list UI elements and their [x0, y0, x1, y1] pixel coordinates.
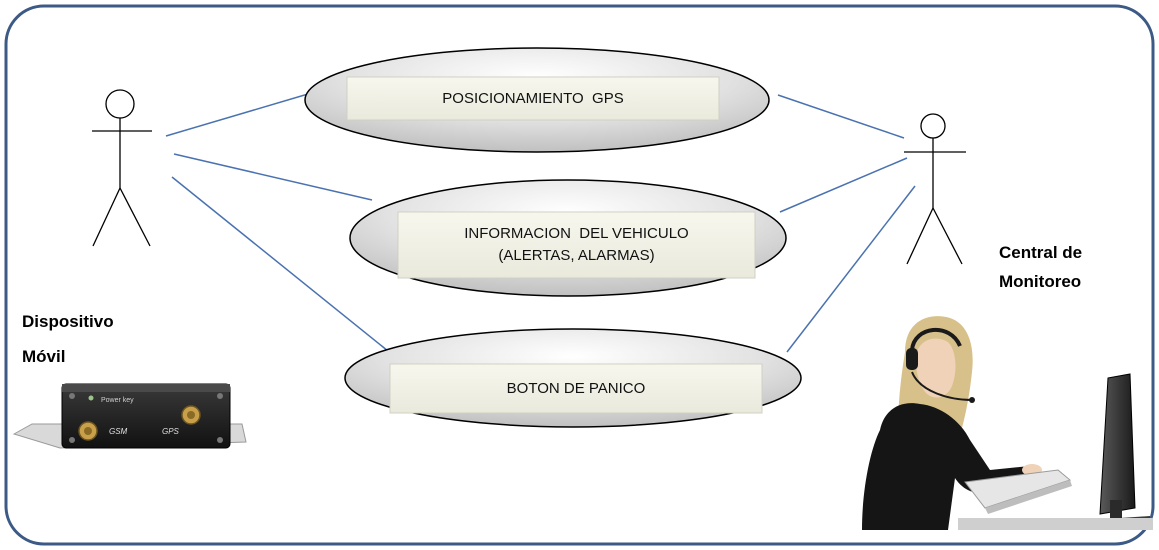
device-power-label: Power key — [101, 397, 134, 404]
association-right-panic — [786, 185, 916, 353]
association-left-gps — [165, 93, 309, 137]
diagram-frame — [4, 4, 1155, 546]
use-case-info-sublabel: (ALERTAS, ALARMAS) — [498, 247, 655, 264]
actor-left-label-line2: Móvil — [22, 347, 66, 366]
association-right-info — [779, 157, 908, 213]
use-case-panic-label: BOTON DE PANICO — [506, 379, 646, 397]
actor-right-label-line2: Monitoreo — [999, 272, 1082, 291]
association-right-gps — [777, 94, 905, 139]
use-case-info[interactable] — [349, 179, 787, 297]
actor-right-label: Central de Monitoreo — [999, 237, 1082, 295]
actor-left-label: Dispositivo Móvil — [22, 306, 114, 376]
use-case-gps-label: POSICIONAMIENTO GPS — [442, 89, 624, 107]
use-case-gps[interactable] — [304, 47, 770, 153]
association-lines — [165, 93, 916, 353]
actor-right-label-line1: Central de — [999, 243, 1083, 262]
use-case-info-text: INFORMACION DEL VEHICULO (ALERTAS, ALARM… — [398, 212, 755, 278]
operator-illustration — [862, 316, 1153, 530]
device-gps-label: GPS — [162, 427, 180, 436]
actor-right-stick-figure — [904, 113, 966, 265]
actor-left-label-line1: Dispositivo — [22, 312, 114, 331]
use-case-info-label: INFORMACION DEL VEHICULO — [464, 225, 689, 242]
association-left-panic — [171, 176, 389, 352]
actor-left-stick-figure — [92, 89, 152, 247]
device-gsm-label: GSM — [109, 427, 128, 436]
association-left-info — [173, 153, 373, 201]
use-case-panic[interactable] — [344, 328, 802, 428]
gps-device-illustration: Power key GSM GPS — [12, 383, 247, 449]
